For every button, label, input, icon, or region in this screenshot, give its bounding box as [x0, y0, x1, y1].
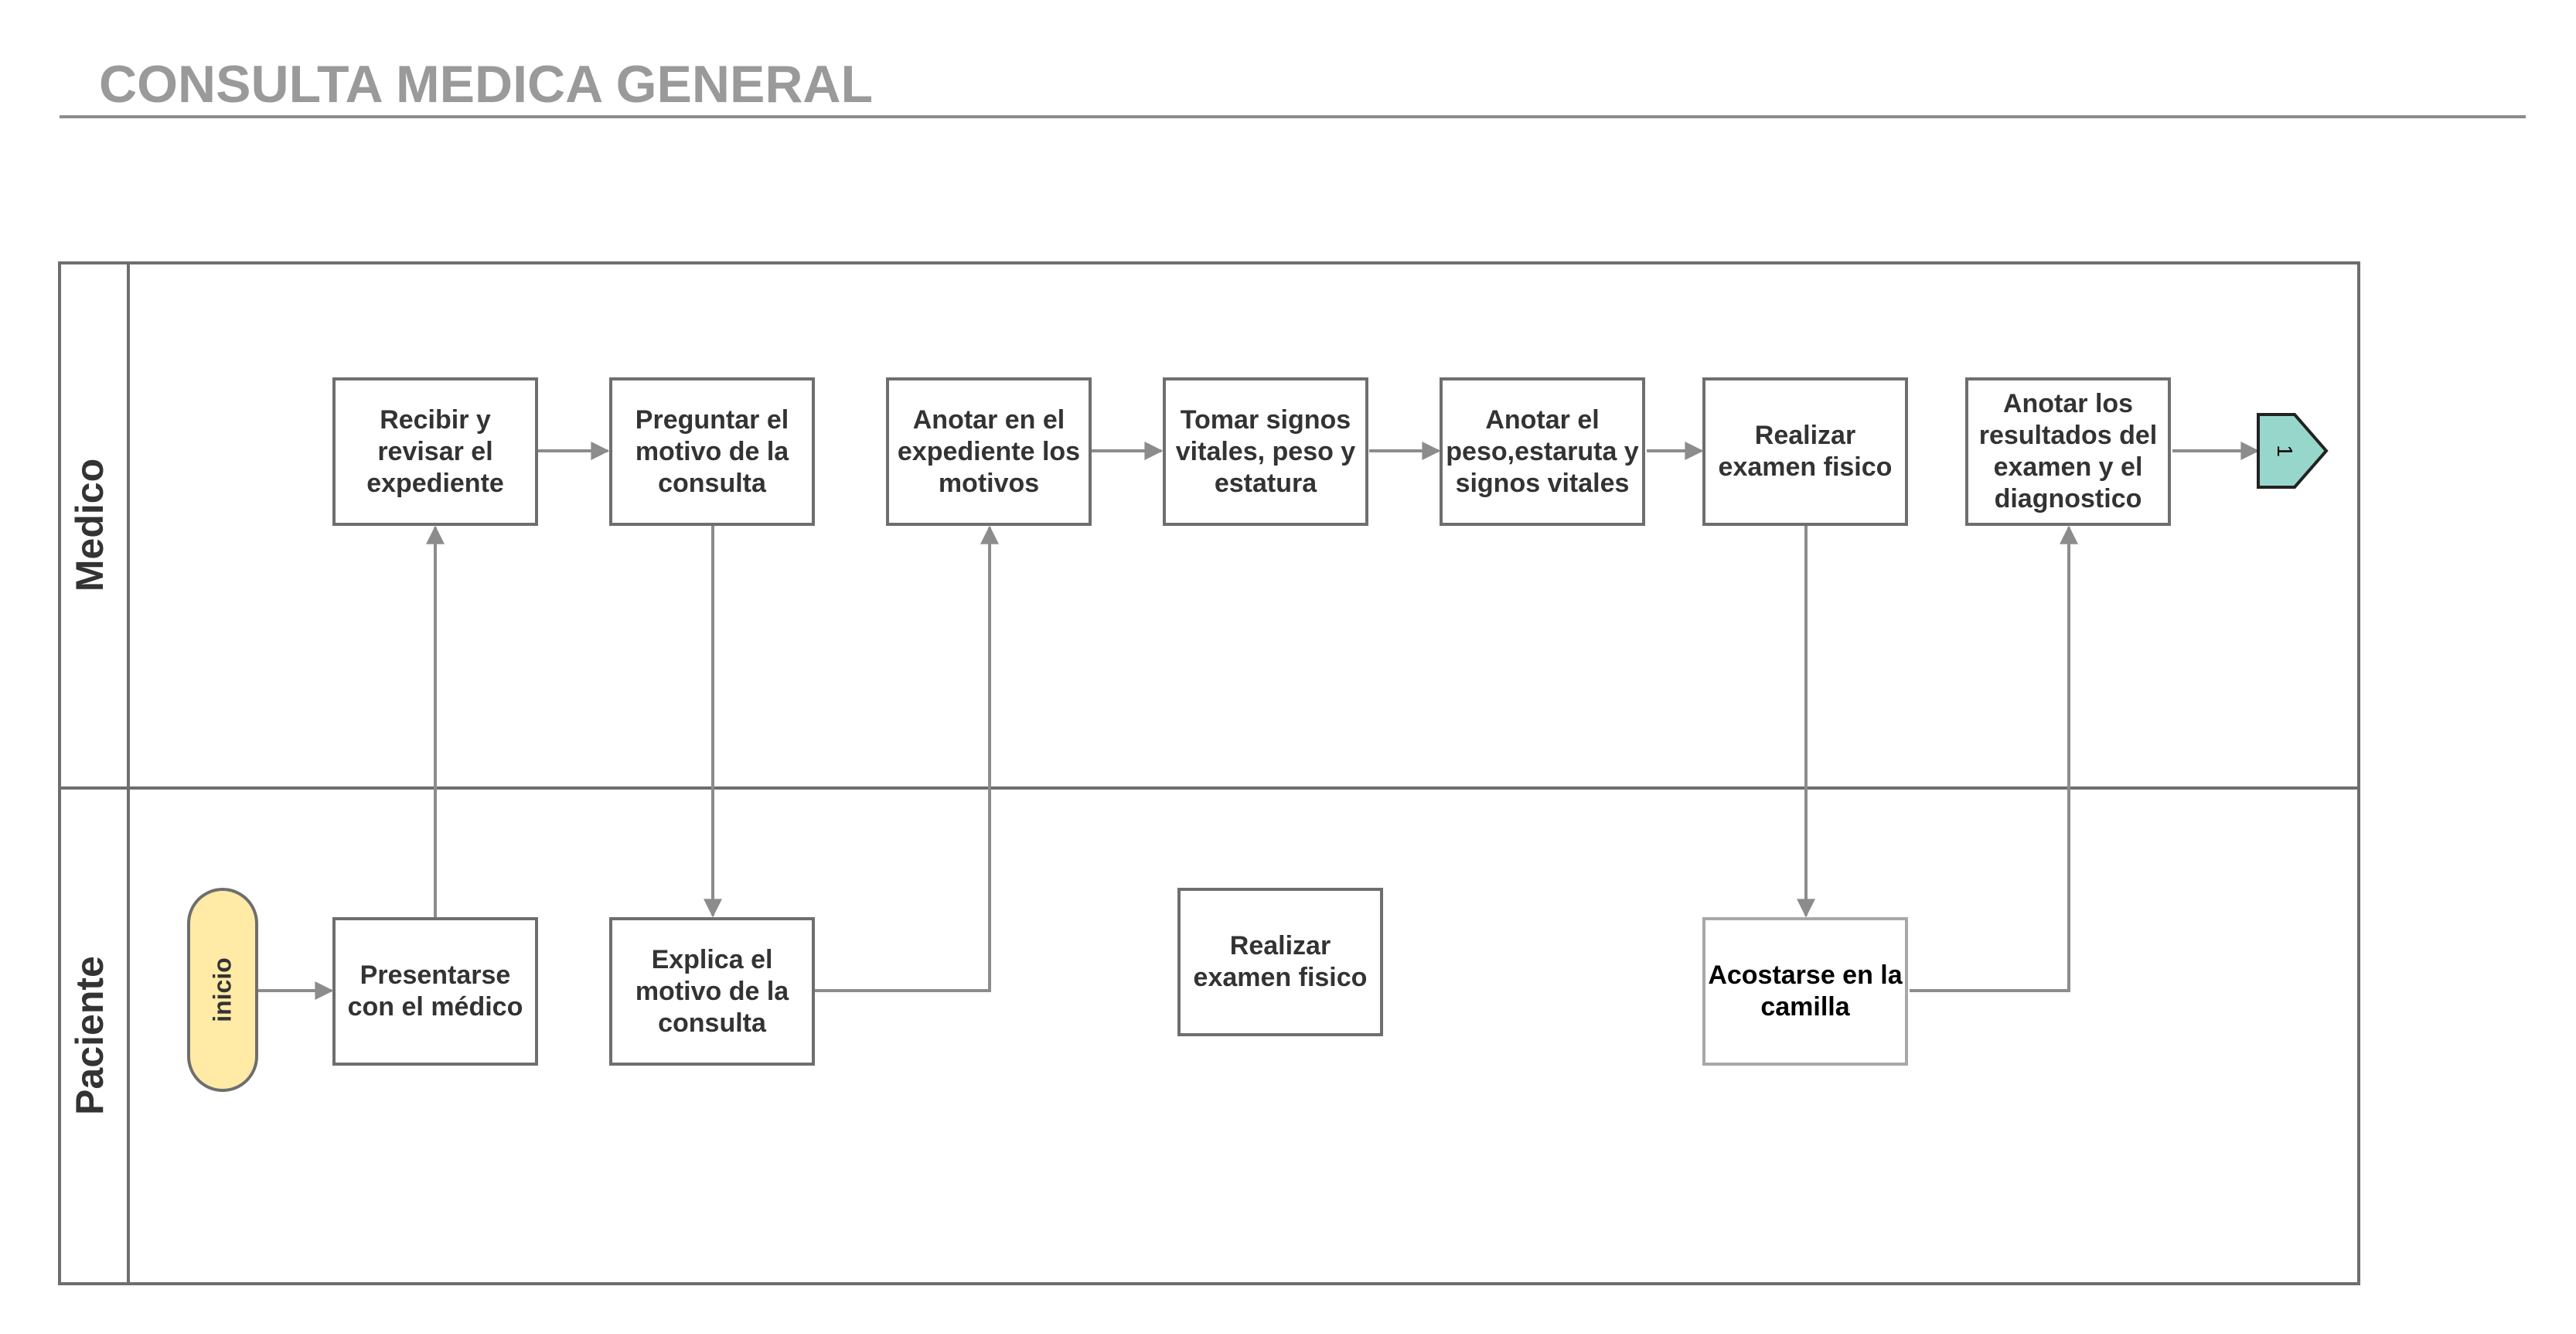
step-realizar-examen: Realizar examen fisico: [1702, 377, 1908, 526]
step-tomar-signos: Tomar signos vitales, peso y estatura: [1163, 377, 1368, 526]
step-anotar-motivos: Anotar en el expediente los motivos: [886, 377, 1092, 526]
step-label: Anotar en el expediente los motivos: [897, 404, 1081, 498]
step-label: Realizar examen fisico: [1718, 421, 1893, 482]
step-anotar-resultados: Anotar los resultados del examen y el di…: [1965, 377, 2171, 526]
step-anotar-peso: Anotar el peso,estaruta y signos vitales: [1440, 377, 1645, 526]
step-label: Explica el motivo de la consulta: [635, 944, 789, 1038]
arrow-acostarse-to-resultados: [1910, 525, 2078, 992]
step-label: Acostarse en la camilla: [1708, 960, 1903, 1022]
step-label: Recibir y revisar el expediente: [366, 404, 504, 498]
step-label: Realizar examen fisico: [1193, 931, 1368, 992]
connector-label: 1: [2273, 445, 2297, 457]
step-paciente-examen: Realizar examen fisico: [1177, 888, 1383, 1036]
page-title: CONSULTA MEDICA GENERAL: [99, 55, 874, 114]
step-acostarse: Acostarse en la camilla: [1702, 917, 1908, 1066]
step-label: Presentarse con el médico: [347, 960, 523, 1022]
step-preguntar-motivo: Preguntar el motivo de la consulta: [609, 377, 815, 526]
off-page-connector: [2257, 413, 2329, 489]
lane-label-paciente: Paciente: [68, 956, 111, 1115]
start-terminator: [187, 888, 258, 1092]
step-label: Anotar el peso,estaruta y signos vitales: [1446, 404, 1639, 498]
swimlane-pool: [58, 261, 2360, 1285]
title-underline: [60, 115, 2526, 118]
step-label: Tomar signos vitales, peso y estatura: [1175, 404, 1356, 498]
step-presentarse: Presentarse con el médico: [332, 917, 538, 1066]
lane-label-medico: Medico: [68, 458, 111, 592]
step-recibir-expediente: Recibir y revisar el expediente: [332, 377, 538, 526]
step-label: Anotar los resultados del examen y el di…: [1978, 389, 2158, 513]
step-label: Preguntar el motivo de la consulta: [635, 404, 789, 498]
arrow-explica-to-anotar: [815, 525, 999, 992]
step-explica-motivo: Explica el motivo de la consulta: [609, 917, 815, 1066]
start-label: inicio: [208, 957, 237, 1022]
